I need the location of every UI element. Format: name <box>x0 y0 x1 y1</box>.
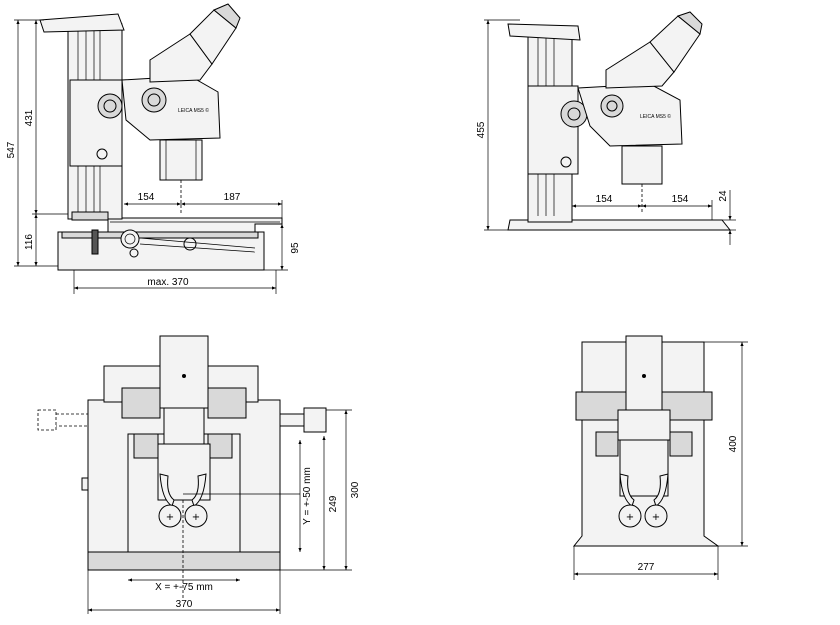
objective <box>159 139 203 181</box>
dim-travel-y: Y = +-50 mm <box>302 467 313 525</box>
microscope-head <box>625 335 663 411</box>
objective <box>621 145 663 185</box>
logo-text: LEICA MS5 © <box>178 107 209 114</box>
svg-text:+: + <box>192 512 200 523</box>
dim-width: 277 <box>638 562 655 573</box>
dim-stage-height: 95 <box>290 242 301 254</box>
front-view-with-stage: + + X = +-75 mm 370 Y = +-50 mm 249 300 <box>37 335 361 614</box>
focus-knob <box>97 93 123 119</box>
zoom-knob-right <box>207 387 247 419</box>
column-cap <box>39 13 125 33</box>
eyepiece-left <box>618 504 642 528</box>
binocular-tube <box>149 33 213 83</box>
logo-text: LEICA MS5 © <box>640 113 671 120</box>
dim-height-base: 116 <box>24 234 35 250</box>
dim-height-total: 547 <box>6 141 17 158</box>
dim-width-max: max. 370 <box>147 277 189 288</box>
front-view-plain-base: + + 400 277 <box>572 335 748 580</box>
zoom-knob <box>141 87 167 113</box>
side-view-with-stage: LEICA MS5 © 547 431 116 154 187 95 <box>6 3 301 294</box>
dim-reach-left: 154 <box>138 192 155 203</box>
dim-depth: 400 <box>728 435 739 452</box>
dim-height-total: 455 <box>476 121 487 138</box>
svg-text:+: + <box>652 512 660 523</box>
eyepiece-right <box>644 504 668 528</box>
svg-text:+: + <box>626 512 634 523</box>
dim-depth-inner: 249 <box>328 495 339 512</box>
focus-knob-right <box>661 391 713 421</box>
zoom-knob-left <box>121 387 161 419</box>
dim-reach-right: 154 <box>672 194 689 205</box>
dim-reach-right: 187 <box>224 192 241 203</box>
column-cap <box>507 23 581 41</box>
dim-depth-outer: 300 <box>350 481 361 498</box>
dim-base-height: 24 <box>718 190 729 202</box>
microscope-head <box>159 335 209 409</box>
binocular-tube <box>605 41 675 89</box>
dim-width: 370 <box>176 599 193 610</box>
eyepiece-left <box>158 504 182 528</box>
xy-stage <box>107 217 283 233</box>
dim-travel-x: X = +-75 mm <box>155 582 213 593</box>
svg-text:+: + <box>166 512 174 523</box>
zoom-knob <box>600 94 624 118</box>
dim-reach-left: 154 <box>596 194 613 205</box>
stage-knob <box>120 229 140 249</box>
eyepiece-right <box>184 504 208 528</box>
dim-height-upper: 431 <box>24 109 35 126</box>
focus-drive <box>69 79 123 167</box>
side-view-plain-base: LEICA MS5 © 455 154 154 24 <box>476 11 736 245</box>
